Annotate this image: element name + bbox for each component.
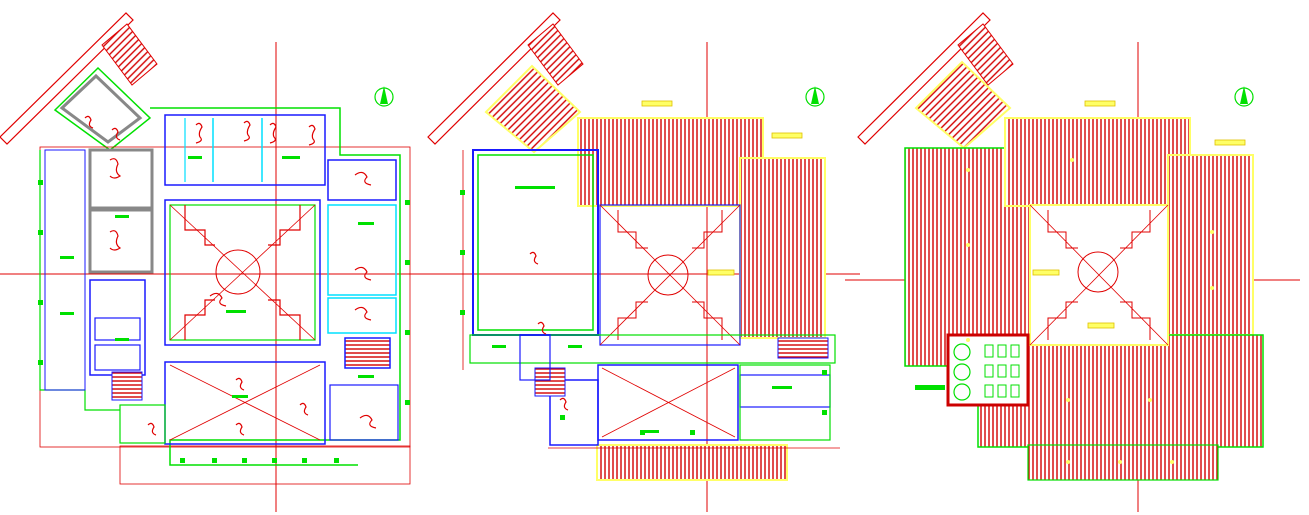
room-labels bbox=[60, 156, 374, 398]
first-floor-plan bbox=[427, 12, 860, 512]
roof-labels bbox=[641, 100, 803, 276]
room bbox=[88, 148, 154, 210]
furniture-symbols bbox=[529, 251, 569, 411]
dimension-ticks bbox=[460, 190, 827, 435]
roof-area bbox=[596, 444, 788, 481]
staircase bbox=[344, 337, 391, 369]
room bbox=[88, 208, 154, 274]
roof-area bbox=[1167, 154, 1254, 336]
furniture-symbols bbox=[84, 115, 377, 436]
central-courtyard bbox=[599, 204, 741, 346]
roof-area bbox=[1004, 117, 1191, 207]
room bbox=[327, 204, 397, 296]
room-labels bbox=[492, 186, 792, 433]
roof-area bbox=[739, 157, 826, 339]
roof-markers bbox=[966, 158, 1214, 464]
central-courtyard bbox=[164, 199, 321, 346]
north-arrow-icon bbox=[374, 86, 394, 107]
exterior-wall bbox=[150, 107, 401, 466]
entrance-canopy bbox=[427, 12, 584, 154]
roof-plan bbox=[845, 12, 1300, 512]
room bbox=[327, 297, 397, 334]
roof-area bbox=[577, 117, 764, 207]
entrance-canopy bbox=[0, 12, 158, 151]
rooftop-equipment bbox=[915, 333, 1030, 407]
roof-labels bbox=[1032, 100, 1246, 329]
roof-area bbox=[1027, 444, 1219, 481]
entrance-canopy bbox=[857, 12, 1014, 150]
north-arrow-icon bbox=[805, 86, 825, 107]
ground-floor-plan bbox=[0, 12, 430, 512]
dimension-ticks bbox=[38, 180, 410, 463]
staircase bbox=[777, 337, 829, 359]
toilet-row bbox=[164, 114, 326, 186]
lower-hall bbox=[111, 361, 399, 445]
room bbox=[327, 159, 397, 201]
dimension-frame bbox=[39, 146, 411, 448]
north-arrow-icon bbox=[1234, 86, 1254, 107]
